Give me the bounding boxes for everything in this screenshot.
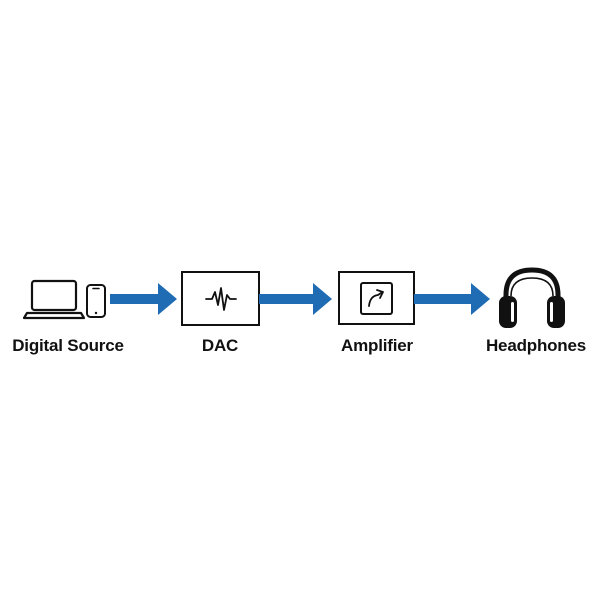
dac-label: DAC — [201, 336, 239, 355]
arrow-dac-to-amplifier — [259, 283, 332, 315]
amplifier-box — [338, 271, 415, 325]
smartphone-icon — [86, 284, 106, 318]
amplifier-label: Amplifier — [341, 336, 413, 355]
arrow-amplifier-to-headphones — [414, 283, 490, 315]
dac-box — [181, 271, 260, 326]
headphones-label: Headphones — [485, 336, 587, 355]
waveform-icon — [205, 287, 237, 311]
laptop-icon — [22, 279, 86, 320]
amplify-arrow-icon — [360, 282, 393, 315]
digital-source-label: Digital Source — [12, 336, 124, 355]
headphones-icon — [499, 267, 565, 328]
arrow-source-to-dac — [110, 283, 177, 315]
